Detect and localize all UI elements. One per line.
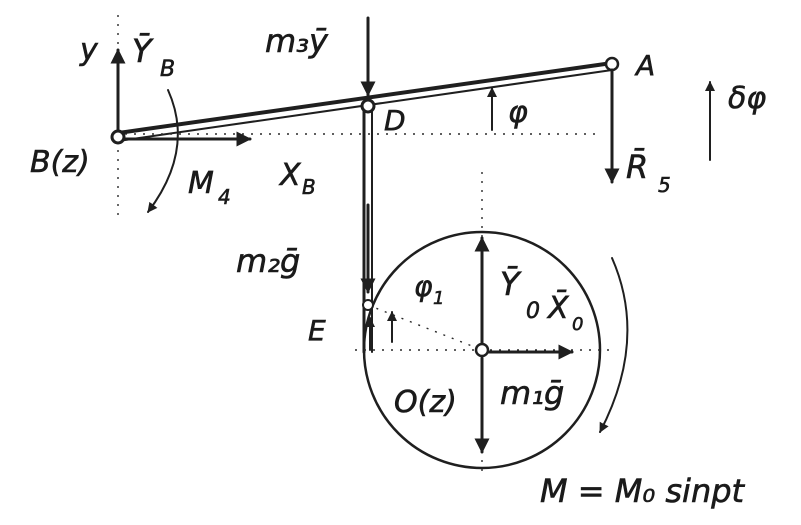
label-reaction-yb-sub: B <box>160 57 175 82</box>
label-moment-m4-sub: 4 <box>218 185 231 209</box>
label-point-b: B(z) <box>30 145 90 180</box>
label-force-r5: R̄ <box>626 147 648 186</box>
label-point-a: A <box>634 49 655 82</box>
moment-m-arc <box>599 257 629 433</box>
pin-a <box>604 56 620 72</box>
label-reaction-xb: X <box>278 158 302 193</box>
label-weight-3: m₃ȳ <box>265 22 329 60</box>
label-reaction-x0: X̄ <box>546 290 570 326</box>
label-y-axis: y <box>79 33 99 68</box>
moment-m4-arc <box>147 89 179 213</box>
label-reaction-x0-sub: 0 <box>572 314 583 335</box>
label-angle-phi1: φ <box>414 270 433 303</box>
radius-oe <box>367 304 483 351</box>
label-moment-m4: M <box>188 166 214 201</box>
pin-b <box>110 129 126 145</box>
label-force-r5-sub: 5 <box>658 173 671 197</box>
label-reaction-yb: Ȳ <box>132 32 154 70</box>
pin-o <box>474 342 490 358</box>
label-point-d: D <box>384 104 406 137</box>
label-angle-phi1-sub: 1 <box>433 288 444 309</box>
pin-e <box>362 299 374 311</box>
label-weight-2: m₂ḡ <box>236 242 300 280</box>
rod-de <box>362 104 373 354</box>
label-reaction-y0-sub: 0 <box>526 299 540 324</box>
label-point-o: O(z) <box>394 385 457 420</box>
label-angle-phi: φ <box>508 95 528 130</box>
pin-d <box>360 98 376 114</box>
label-weight-1: m₁ḡ <box>500 374 564 412</box>
label-reaction-xb-sub: B <box>302 175 316 199</box>
label-point-e: E <box>308 314 326 347</box>
label-virtual-angle: δφ <box>728 81 766 116</box>
label-moment-law: M = M₀ sinpt <box>540 472 746 510</box>
label-reaction-y0: Ȳ <box>500 265 522 303</box>
